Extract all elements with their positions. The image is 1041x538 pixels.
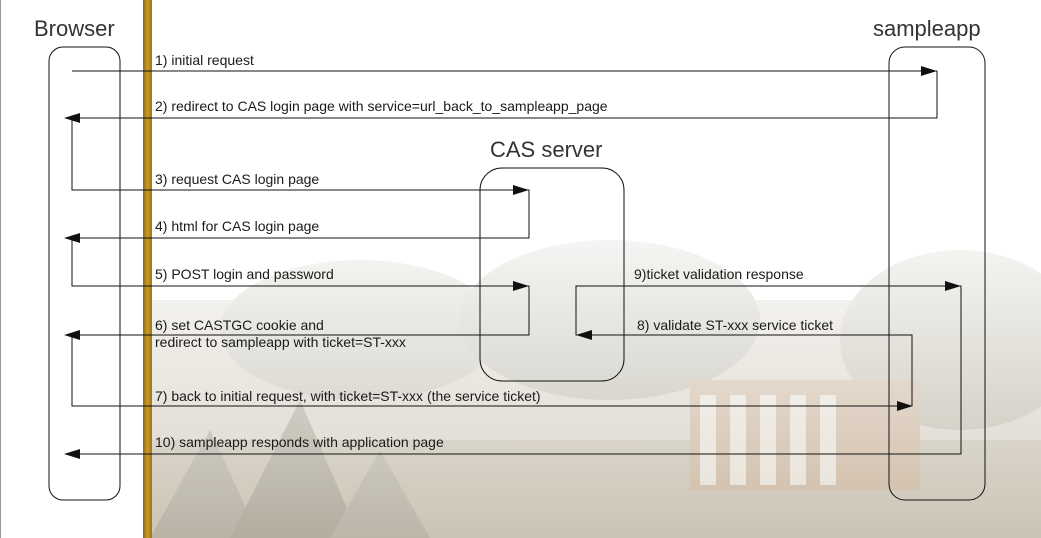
arrow-7-line: [71, 335, 898, 407]
message-8-label: 8) validate ST-xxx service ticket: [637, 317, 834, 333]
browser-title: Browser: [34, 16, 115, 41]
arrow-4-head: [64, 233, 80, 243]
message-6-label-line1: 6) set CASTGC cookie and: [155, 317, 324, 333]
gold-accent-bar: [143, 0, 152, 538]
message-6-label-line2: redirect to sampleapp with ticket=ST-xxx: [155, 334, 406, 350]
sampleapp-title: sampleapp: [873, 16, 981, 41]
arrow-8-head: [576, 330, 592, 340]
message-1-label: 1) initial request: [155, 52, 254, 68]
arrow-7-head: [897, 401, 913, 411]
cas-server-title: CAS server: [490, 137, 603, 162]
browser-lifeline-box: [48, 46, 121, 501]
arrow-5-head: [513, 281, 529, 291]
message-7-label: 7) back to initial request, with ticket=…: [155, 388, 541, 404]
background-photo: [150, 0, 1041, 538]
arrow-10-line: [80, 285, 962, 455]
arrow-9-head: [945, 281, 961, 291]
message-4-label: 4) html for CAS login page: [155, 218, 320, 234]
arrow-1-head: [921, 66, 937, 76]
message-5-label: 5) POST login and password: [155, 266, 334, 282]
message-2-label: 2) redirect to CAS login page with servi…: [155, 98, 608, 114]
arrow-5-line: [71, 238, 514, 287]
arrow-8-line: [591, 334, 913, 406]
cas-server-lifeline-box: [479, 167, 625, 382]
arrow-3-head: [513, 185, 529, 195]
arrow-6-head: [64, 330, 80, 340]
sampleapp-lifeline-box: [888, 46, 986, 501]
message-9-label: 9)ticket validation response: [634, 266, 804, 282]
message-3-label: 3) request CAS login page: [155, 171, 320, 187]
arrow-2-head: [64, 113, 80, 123]
arrow-10-head: [64, 449, 80, 459]
arrow-3-line: [71, 118, 514, 191]
message-10-label: 10) sampleapp responds with application …: [155, 434, 444, 450]
